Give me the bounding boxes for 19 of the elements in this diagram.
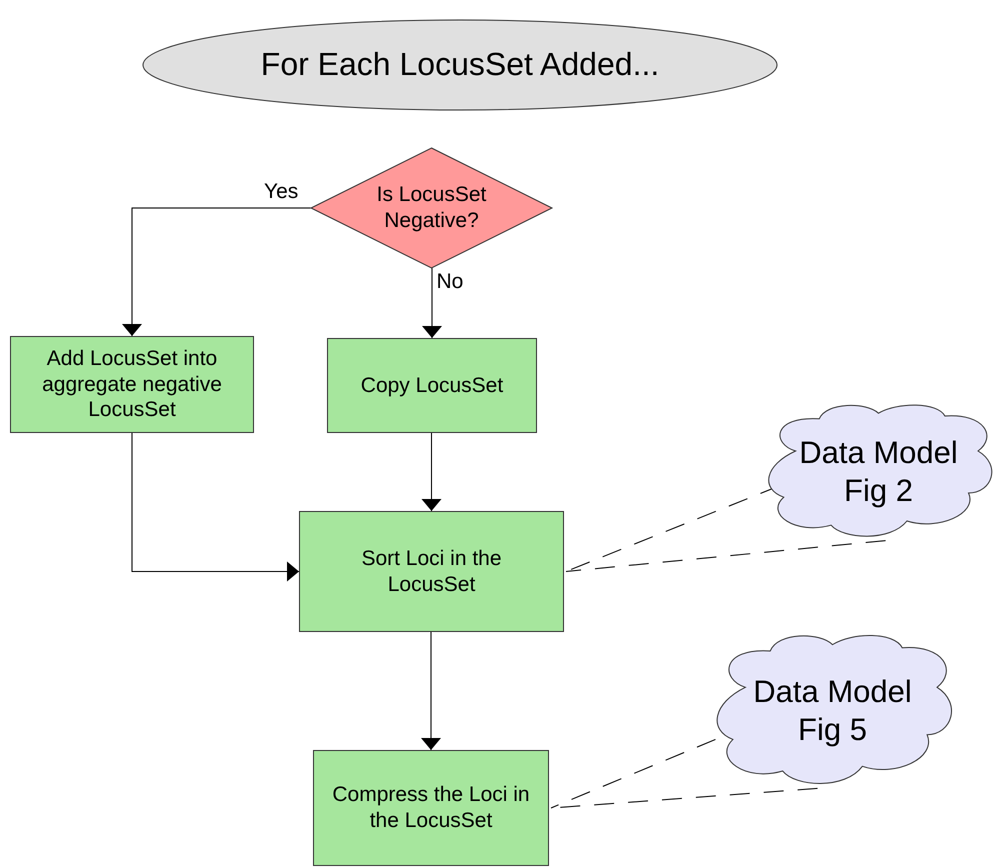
arrow [421,632,441,750]
process-box [299,511,564,632]
process-box [313,750,549,866]
node-text: For Each LocusSet Added... [260,45,660,84]
node-text: Data Model Fig 5 [752,673,913,749]
node-text: Data Model Fig 2 [798,434,959,510]
node-text: Sort Loci in the LocusSet [360,546,503,598]
start-ellipse [143,20,777,110]
arrow [122,208,312,336]
node-text: Add LocusSet into aggregate negative LocusSet [41,346,223,423]
arrow [422,432,442,512]
node-text: Is LocusSet Negative? [376,182,488,234]
process-box [10,336,254,433]
process-box [327,338,537,433]
arrow [132,432,300,582]
node-text: Compress the Loci in the LocusSet [331,782,531,834]
node-text: Copy LocusSet [360,372,504,398]
arrow [422,268,442,338]
decision-diamond [311,148,552,268]
